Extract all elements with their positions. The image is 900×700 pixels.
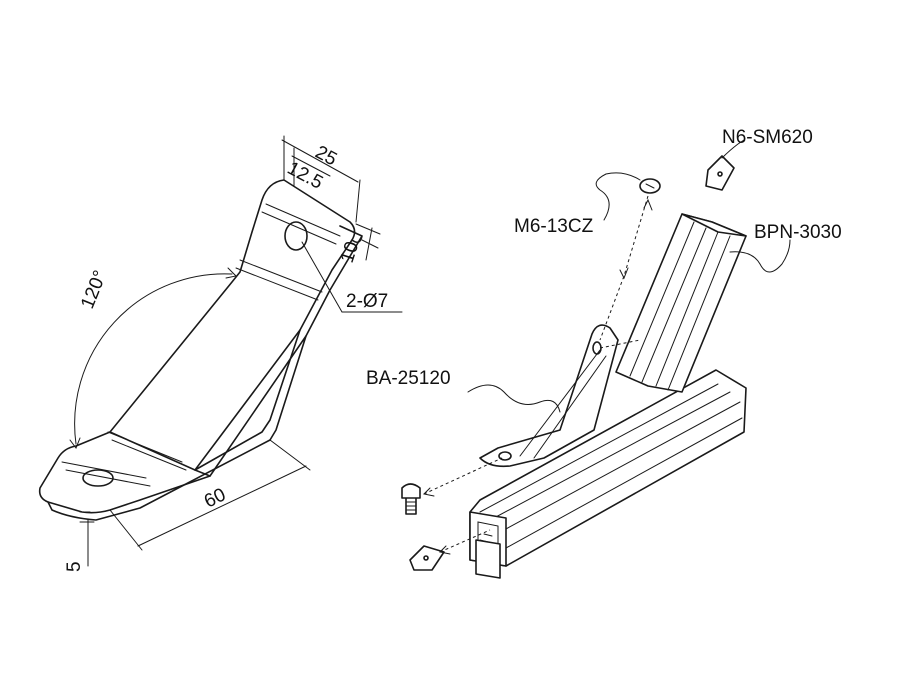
dim-60-label: 60	[201, 484, 229, 512]
angle-arc	[74, 273, 233, 445]
dim-60-line	[137, 465, 307, 547]
bracket-upright-plate	[109, 179, 356, 471]
tnut-bottom	[409, 545, 445, 571]
dim-60-extension	[109, 439, 311, 551]
upright-groove	[235, 259, 323, 301]
vertical-profile-top	[681, 213, 747, 237]
base-hole	[82, 469, 114, 487]
upright-groove-2	[261, 203, 341, 245]
bracket-dimensioned-view: 120° 25 12.5 10 2-Ø7 60 5	[38, 135, 403, 572]
screw-bottom-arrow	[422, 487, 435, 497]
tnut-bottom-arrow	[438, 545, 451, 555]
label-profile: BPN-3030	[754, 222, 842, 243]
leader-bracket	[467, 384, 561, 413]
assembly-bracket-rib	[519, 349, 607, 459]
assembly-exploded-view: N6-SM620 M6-13CZ BPN-3030 BA-25120	[366, 127, 842, 579]
tnut-top-thread	[717, 171, 723, 177]
assembly-bracket-hole-base	[498, 451, 512, 461]
holes-label: 2-Ø7	[346, 291, 388, 312]
leader-profile	[729, 239, 791, 273]
dim-25-label: 25	[312, 142, 341, 170]
screw-bottom-axis	[423, 457, 503, 495]
angle-label: 120°	[77, 268, 111, 312]
dim-25-extension	[283, 135, 361, 223]
assembly-bracket	[479, 324, 619, 468]
bracket-rib	[194, 329, 307, 477]
tnut-bottom-thread	[423, 555, 429, 561]
horizontal-profile-slots	[479, 383, 743, 549]
base-groove-2	[107, 431, 187, 471]
base-groove	[61, 461, 151, 487]
leader-screw	[595, 172, 641, 221]
label-bracket: BA-25120	[366, 368, 451, 389]
vertical-profile-slots	[629, 221, 731, 391]
angle-arrow-bottom	[69, 437, 81, 450]
dim-12-5-line	[291, 155, 331, 177]
screw-top-hex	[645, 183, 655, 189]
label-screw: M6-13CZ	[514, 216, 594, 237]
tnut-top	[705, 155, 735, 191]
upright-hole	[284, 221, 308, 251]
label-tnut-top: N6-SM620	[722, 127, 813, 148]
base-thickness	[47, 439, 271, 521]
screw-bottom-thread	[405, 501, 417, 511]
holes-leader	[301, 241, 403, 313]
dim-5-label: 5	[64, 561, 85, 572]
dim-10-label: 10	[337, 239, 364, 266]
screw-top-arrow	[619, 198, 653, 280]
dim-25-line	[281, 139, 359, 183]
angle-arrow-top	[225, 267, 238, 279]
dim-10-extension	[355, 223, 381, 249]
dim-10-line	[365, 227, 373, 261]
dim-5-extension	[79, 511, 95, 523]
leader-tnut-top	[721, 139, 745, 159]
bracket-base-plate	[38, 431, 211, 514]
bracket-profile-axis	[599, 339, 641, 349]
profile-end-protrusion	[475, 539, 501, 579]
vertical-profile	[615, 213, 747, 393]
